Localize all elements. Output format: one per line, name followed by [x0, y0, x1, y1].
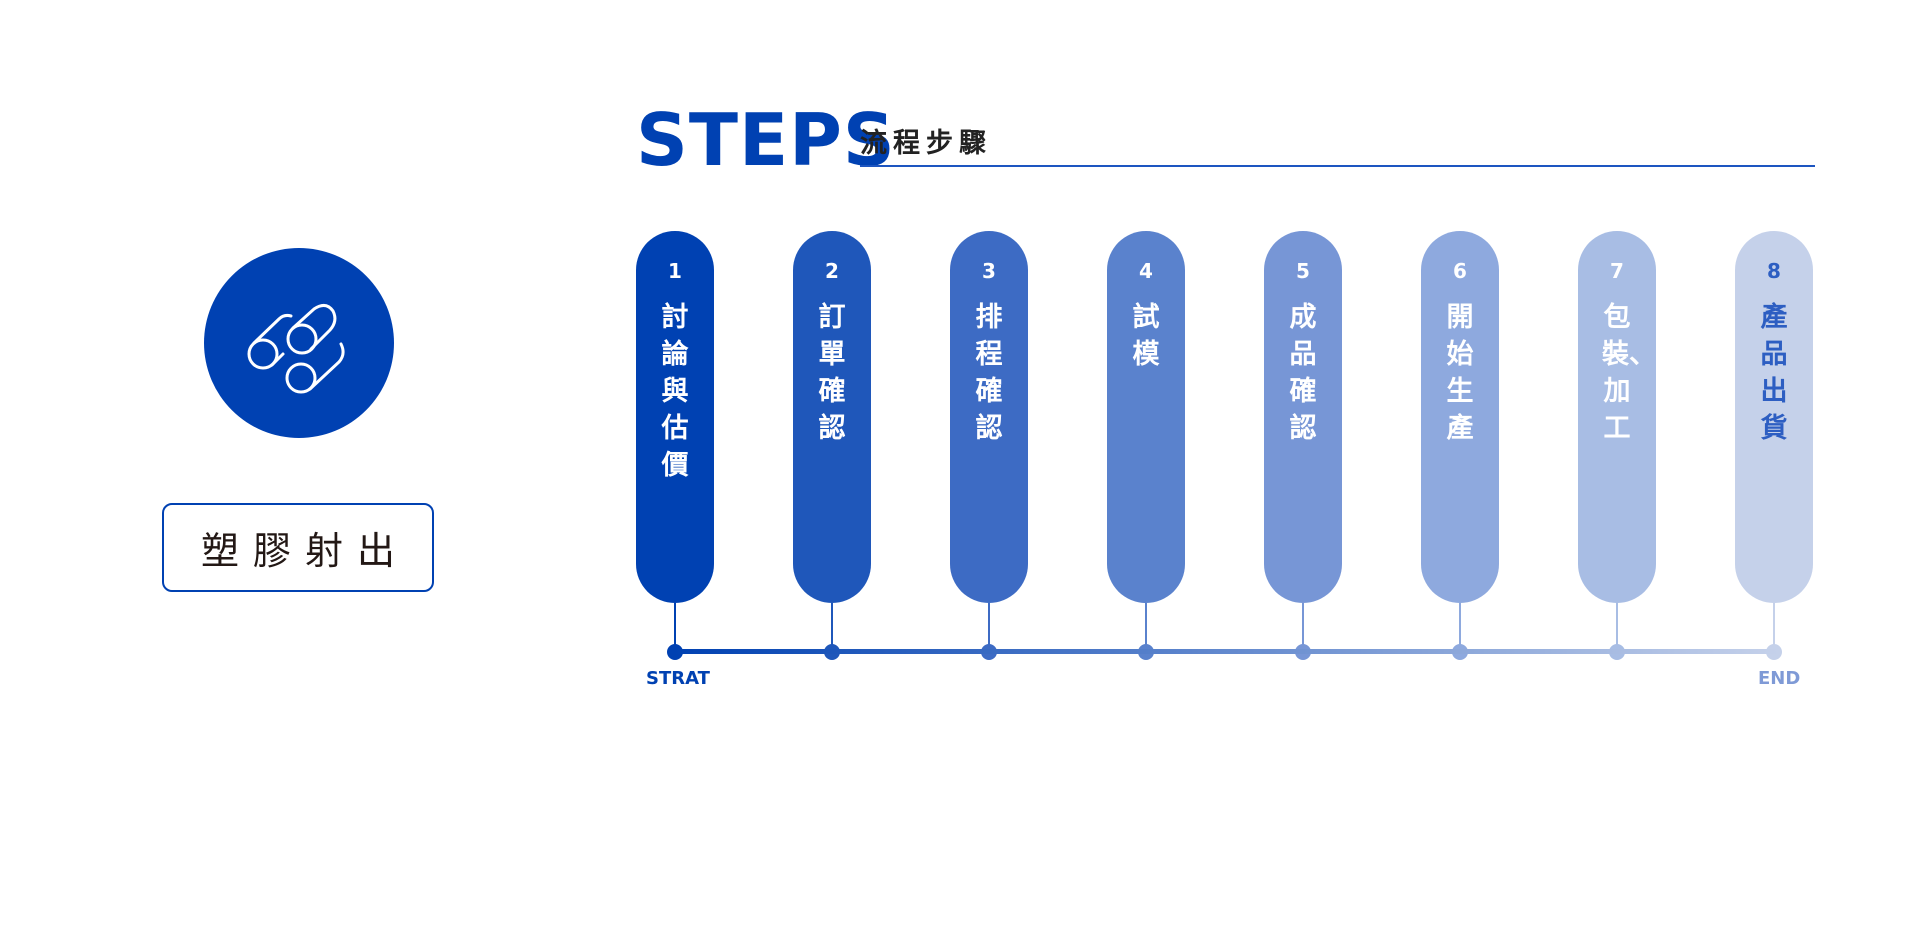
step-connector	[1302, 603, 1304, 651]
step-number: 1	[668, 259, 682, 283]
step-card: 7 包裝、加工	[1578, 231, 1656, 603]
timeline-start-label: STRAT	[646, 668, 710, 689]
step-number: 6	[1453, 259, 1467, 283]
step-connector	[1773, 603, 1775, 651]
step-card: 8 產品出貨	[1735, 231, 1813, 603]
step-connector	[1459, 603, 1461, 651]
timeline-end-label: END	[1758, 668, 1801, 689]
step-number: 2	[825, 259, 839, 283]
step-label: 包裝、加工	[1602, 302, 1656, 444]
page-title: STEPS	[636, 98, 896, 182]
title-divider	[860, 165, 1815, 167]
step-connector	[674, 603, 676, 651]
step-number: 4	[1139, 259, 1153, 283]
step-label: 產品出貨	[1760, 302, 1788, 444]
step-number: 3	[982, 259, 996, 283]
page-subtitle: 流程步驟	[860, 128, 992, 159]
step-connector	[988, 603, 990, 651]
step-card: 2 訂單確認	[793, 231, 871, 603]
pipes-icon	[204, 248, 394, 438]
timeline-track	[674, 649, 1778, 654]
step-label: 試模	[1132, 302, 1160, 370]
step-card: 6 開始生產	[1421, 231, 1499, 603]
category-label: 塑膠射出	[162, 503, 434, 592]
step-connector	[831, 603, 833, 651]
step-connector	[1145, 603, 1147, 651]
step-number: 8	[1767, 259, 1781, 283]
step-number: 5	[1296, 259, 1310, 283]
step-label: 訂單確認	[818, 302, 846, 444]
step-card: 4 試模	[1107, 231, 1185, 603]
step-card: 5 成品確認	[1264, 231, 1342, 603]
step-card: 1 討論與估價	[636, 231, 714, 603]
step-label: 成品確認	[1289, 302, 1317, 444]
step-label: 討論與估價	[661, 302, 689, 481]
step-connector	[1616, 603, 1618, 651]
step-label: 開始生產	[1446, 302, 1474, 444]
step-label: 排程確認	[975, 302, 1003, 444]
step-number: 7	[1610, 259, 1624, 283]
step-card: 3 排程確認	[950, 231, 1028, 603]
